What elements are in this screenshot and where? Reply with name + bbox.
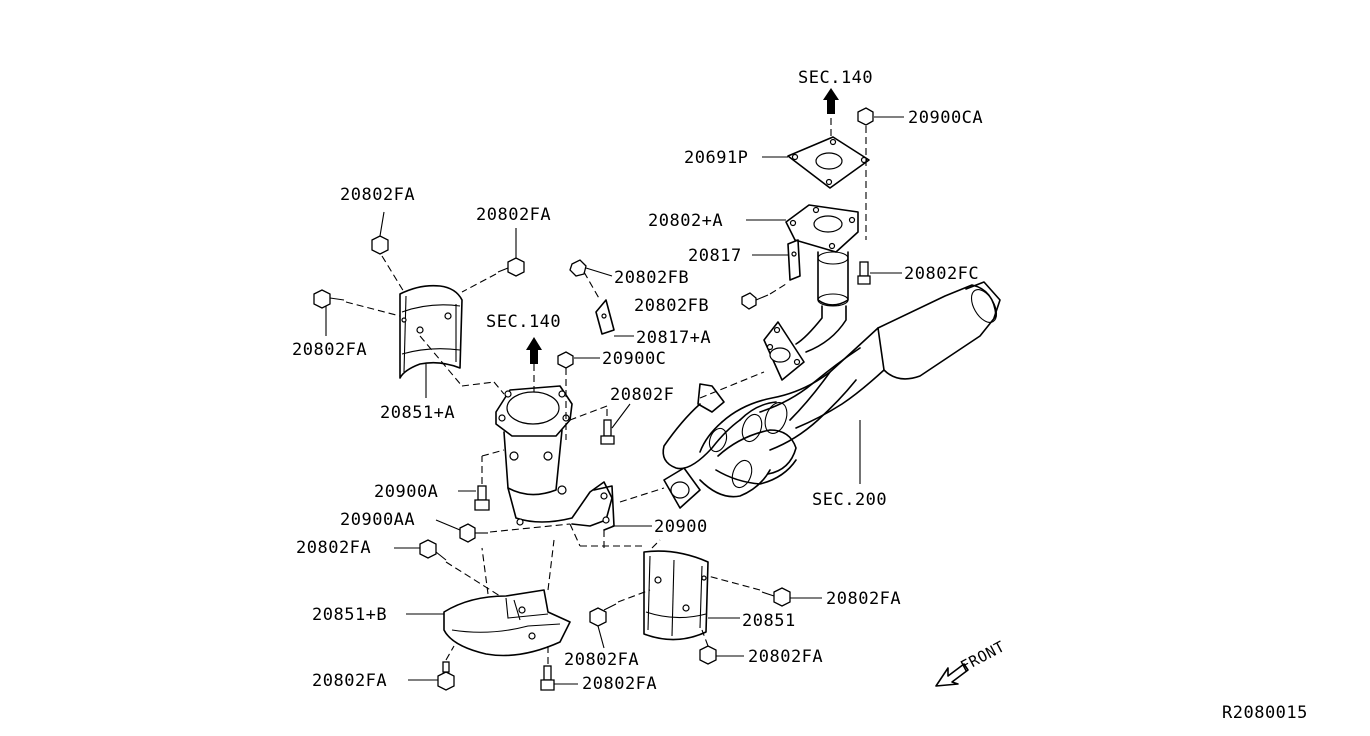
label-20851b: 20851+B xyxy=(312,605,387,625)
label-20802fa-lowmid: 20802FA xyxy=(564,650,639,670)
heat-shield-20851 xyxy=(643,550,709,641)
triangle-flange xyxy=(763,321,805,381)
bolt-20900a xyxy=(474,485,490,511)
bolt-20802fa-left xyxy=(313,289,345,309)
bolt-20802fb-2 xyxy=(741,292,769,310)
label-sec140-top: SEC.140 xyxy=(798,68,873,88)
leader-lines xyxy=(325,116,904,685)
label-20802fc: 20802FC xyxy=(904,264,979,284)
label-20802fb-1: 20802FB xyxy=(614,268,689,288)
sec140-top-arrow xyxy=(823,88,839,114)
label-sec140-mid: SEC.140 xyxy=(486,312,561,332)
bracket-20817a xyxy=(595,299,615,335)
label-20817a: 20817+A xyxy=(636,328,711,348)
nut-20900c xyxy=(557,351,574,369)
label-20802a: 20802+A xyxy=(648,211,723,231)
label-20802fa-midleft: 20802FA xyxy=(296,538,371,558)
heat-shield-20851a xyxy=(399,284,463,379)
bolt-20802fa-botmid xyxy=(540,665,555,691)
bolt-20802fa-right xyxy=(761,587,791,607)
label-20802fa-lowright: 20802FA xyxy=(748,647,823,667)
diagram-id: R2080015 xyxy=(1222,703,1308,723)
bolt-20802fc xyxy=(857,261,871,285)
front-catalyst xyxy=(495,385,615,531)
label-20851a: 20851+A xyxy=(380,403,455,423)
flange-20802a xyxy=(785,204,859,353)
bolt-20802f xyxy=(600,419,615,445)
label-20691p: 20691P xyxy=(684,148,748,168)
label-20802f: 20802F xyxy=(610,385,674,405)
label-20802fa-left: 20802FA xyxy=(292,340,367,360)
label-sec200: SEC.200 xyxy=(812,490,887,510)
label-20802fa-topleft: 20802FA xyxy=(340,185,415,205)
label-20900a: 20900A xyxy=(374,482,438,502)
label-20900c: 20900C xyxy=(602,349,666,369)
bolt-20802fa-lowright xyxy=(699,645,717,665)
label-20817: 20817 xyxy=(688,246,742,266)
bolt-20802fa-botleft xyxy=(437,661,455,691)
gasket-20691p xyxy=(787,136,870,189)
bolt-20802fa-midleft xyxy=(419,539,447,561)
sec140-mid-arrow xyxy=(526,337,542,364)
label-20900ca: 20900CA xyxy=(908,108,983,128)
label-20851: 20851 xyxy=(742,611,796,631)
label-front: FRONT xyxy=(957,637,1008,675)
heat-shield-20851b xyxy=(443,589,571,657)
label-20802fa-topmid: 20802FA xyxy=(476,205,551,225)
label-20802fa-botmid: 20802FA xyxy=(582,674,657,694)
bolt-20802fb-1 xyxy=(569,259,587,277)
label-20802fa-botleft: 20802FA xyxy=(312,671,387,691)
bolt-20802fa-lowmid xyxy=(589,603,617,627)
front-arrow-icon xyxy=(935,663,969,687)
label-20802fa-right: 20802FA xyxy=(826,589,901,609)
bracket-20817 xyxy=(787,239,801,281)
bolt-20802fa-topleft xyxy=(371,235,389,255)
label-20900: 20900 xyxy=(654,517,708,537)
nut-20900ca xyxy=(857,107,874,126)
bolt-20900aa xyxy=(459,523,488,543)
bolt-20802fa-topmid xyxy=(497,257,525,277)
main-exhaust-pipe xyxy=(662,281,1001,509)
label-20900aa: 20900AA xyxy=(340,510,415,530)
label-20802fb-2: 20802FB xyxy=(634,296,709,316)
